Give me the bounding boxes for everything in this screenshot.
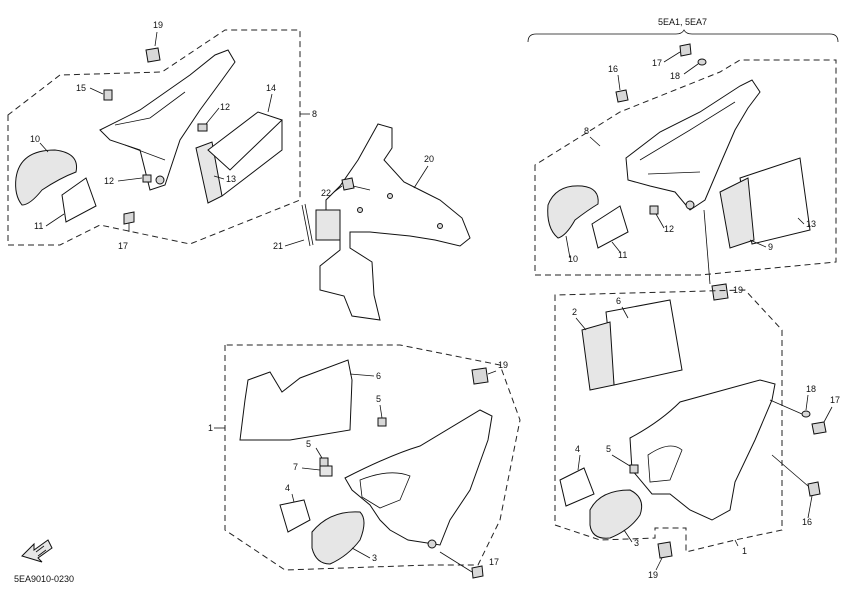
pad-4-bc	[279, 499, 311, 533]
clip-21-plate	[315, 209, 341, 241]
pad-4-br	[559, 467, 595, 507]
callout-5-br: 5	[606, 444, 611, 454]
callout-6-bc: 6	[376, 371, 381, 381]
side-cover-1-br	[629, 379, 776, 521]
damper-15	[103, 89, 113, 101]
top-left-assembly: 19 15 10 12 12 14 8 13 11 17	[7, 20, 317, 251]
callout-4-br: 4	[575, 444, 580, 454]
damper-12-tr	[649, 205, 659, 215]
callout-8-tr: 8	[584, 126, 589, 136]
callout-7: 7	[293, 462, 298, 472]
grommet-19-br	[657, 541, 673, 559]
callout-14: 14	[266, 83, 276, 93]
callout-9-tr: 9	[768, 242, 773, 252]
callout-19-br: 19	[648, 570, 658, 580]
callout-17-tr: 17	[652, 58, 662, 68]
callout-4-bc: 4	[285, 483, 290, 493]
bolt-16-tr	[615, 89, 629, 103]
pad-7	[319, 465, 333, 477]
group-boundary-tl	[7, 29, 301, 246]
callout-12-tr: 12	[664, 224, 674, 234]
sponge-9-tr	[719, 177, 755, 249]
callout-12-tl-lower: 12	[104, 176, 114, 186]
bottom-right-assembly: 2 6 18 17 4 5 3 1 16 19	[554, 289, 840, 580]
callout-1-br: 1	[742, 546, 747, 556]
front-arrow-icon	[21, 539, 53, 563]
callout-1-bc: 1	[208, 423, 213, 433]
center-assembly: 20 22 21	[273, 123, 471, 321]
callout-16-tr: 16	[608, 64, 618, 74]
callout-11-tr: 11	[618, 250, 627, 260]
callout-19-tr: 19	[733, 285, 743, 295]
callout-8-tl: 8	[312, 109, 317, 119]
grommet-19-tl	[145, 47, 161, 63]
callout-20: 20	[424, 154, 434, 164]
callout-19-tl: 19	[153, 20, 163, 30]
callout-13-tl: 13	[226, 174, 236, 184]
callout-12-tl-upper: 12	[220, 102, 230, 112]
bolt-17-tr	[679, 43, 692, 57]
washer-18-br	[801, 410, 811, 418]
group-boundary-bc	[224, 344, 521, 571]
part-code: 5EA9010-0230	[14, 574, 74, 584]
callout-17-bc: 17	[489, 557, 499, 567]
callout-19-bc: 19	[498, 360, 508, 370]
callout-15: 15	[76, 83, 86, 93]
emblem-10-tr	[547, 185, 599, 239]
callout-16-br: 16	[802, 517, 812, 527]
damper-5-bc-lower	[319, 457, 329, 467]
cover-6-bc	[239, 359, 353, 441]
emblem-3-br	[589, 489, 643, 539]
callout-6-br: 6	[616, 296, 621, 306]
cover-6-br	[605, 299, 683, 386]
callout-17-tl: 17	[118, 241, 128, 251]
callout-11-tl: 11	[34, 221, 43, 231]
washer-18-tr	[697, 58, 707, 66]
bolt-16-br	[807, 481, 821, 497]
group-boundary-br	[554, 289, 783, 553]
callout-3-br: 3	[634, 538, 639, 548]
callout-5-bc-upper: 5	[376, 394, 381, 404]
pad-11-tr	[591, 205, 629, 249]
emblem-3-bc	[311, 511, 365, 565]
callout-18-br: 18	[806, 384, 816, 394]
group-boundary-tr	[534, 59, 837, 276]
callout-10-tr: 10	[568, 254, 578, 264]
grommet-19-bc	[471, 367, 489, 385]
callout-21: 21	[273, 241, 283, 251]
callout-13-tr: 13	[806, 219, 816, 229]
side-cover-1-bc	[344, 409, 493, 546]
grommet-22	[341, 177, 355, 191]
emblem-10-tl	[15, 149, 78, 206]
grommet-19-tr	[711, 283, 729, 301]
bolt-17-bc	[471, 565, 484, 579]
callout-10-tl: 10	[30, 134, 40, 144]
bolt-17-br	[811, 421, 827, 435]
callout-17-br: 17	[830, 395, 840, 405]
callout-18-tr: 18	[670, 71, 680, 81]
side-cover-bracket-tr	[625, 79, 761, 211]
sponge-2	[581, 321, 615, 391]
pad-11-tl	[61, 177, 97, 223]
tray-20	[319, 123, 471, 321]
callout-3-bc: 3	[372, 553, 377, 563]
sponge-14	[207, 111, 283, 197]
model-group-label: 5EA1, 5EA7	[658, 17, 707, 27]
damper-5-br	[629, 464, 639, 474]
side-cover-bracket	[99, 49, 236, 191]
model-group-brace	[527, 29, 839, 43]
callout-22: 22	[321, 188, 331, 198]
callout-2: 2	[572, 307, 577, 317]
damper-5-bc-upper	[377, 417, 387, 427]
top-right-assembly: 5EA1, 5EA7 16 17 18 8 13 12	[527, 17, 839, 301]
bolt-17-tl	[123, 211, 135, 225]
callout-5-bc-lower: 5	[306, 439, 311, 449]
bottom-center-assembly: 1 6 5 5 7 4 3 19 17	[208, 344, 521, 579]
